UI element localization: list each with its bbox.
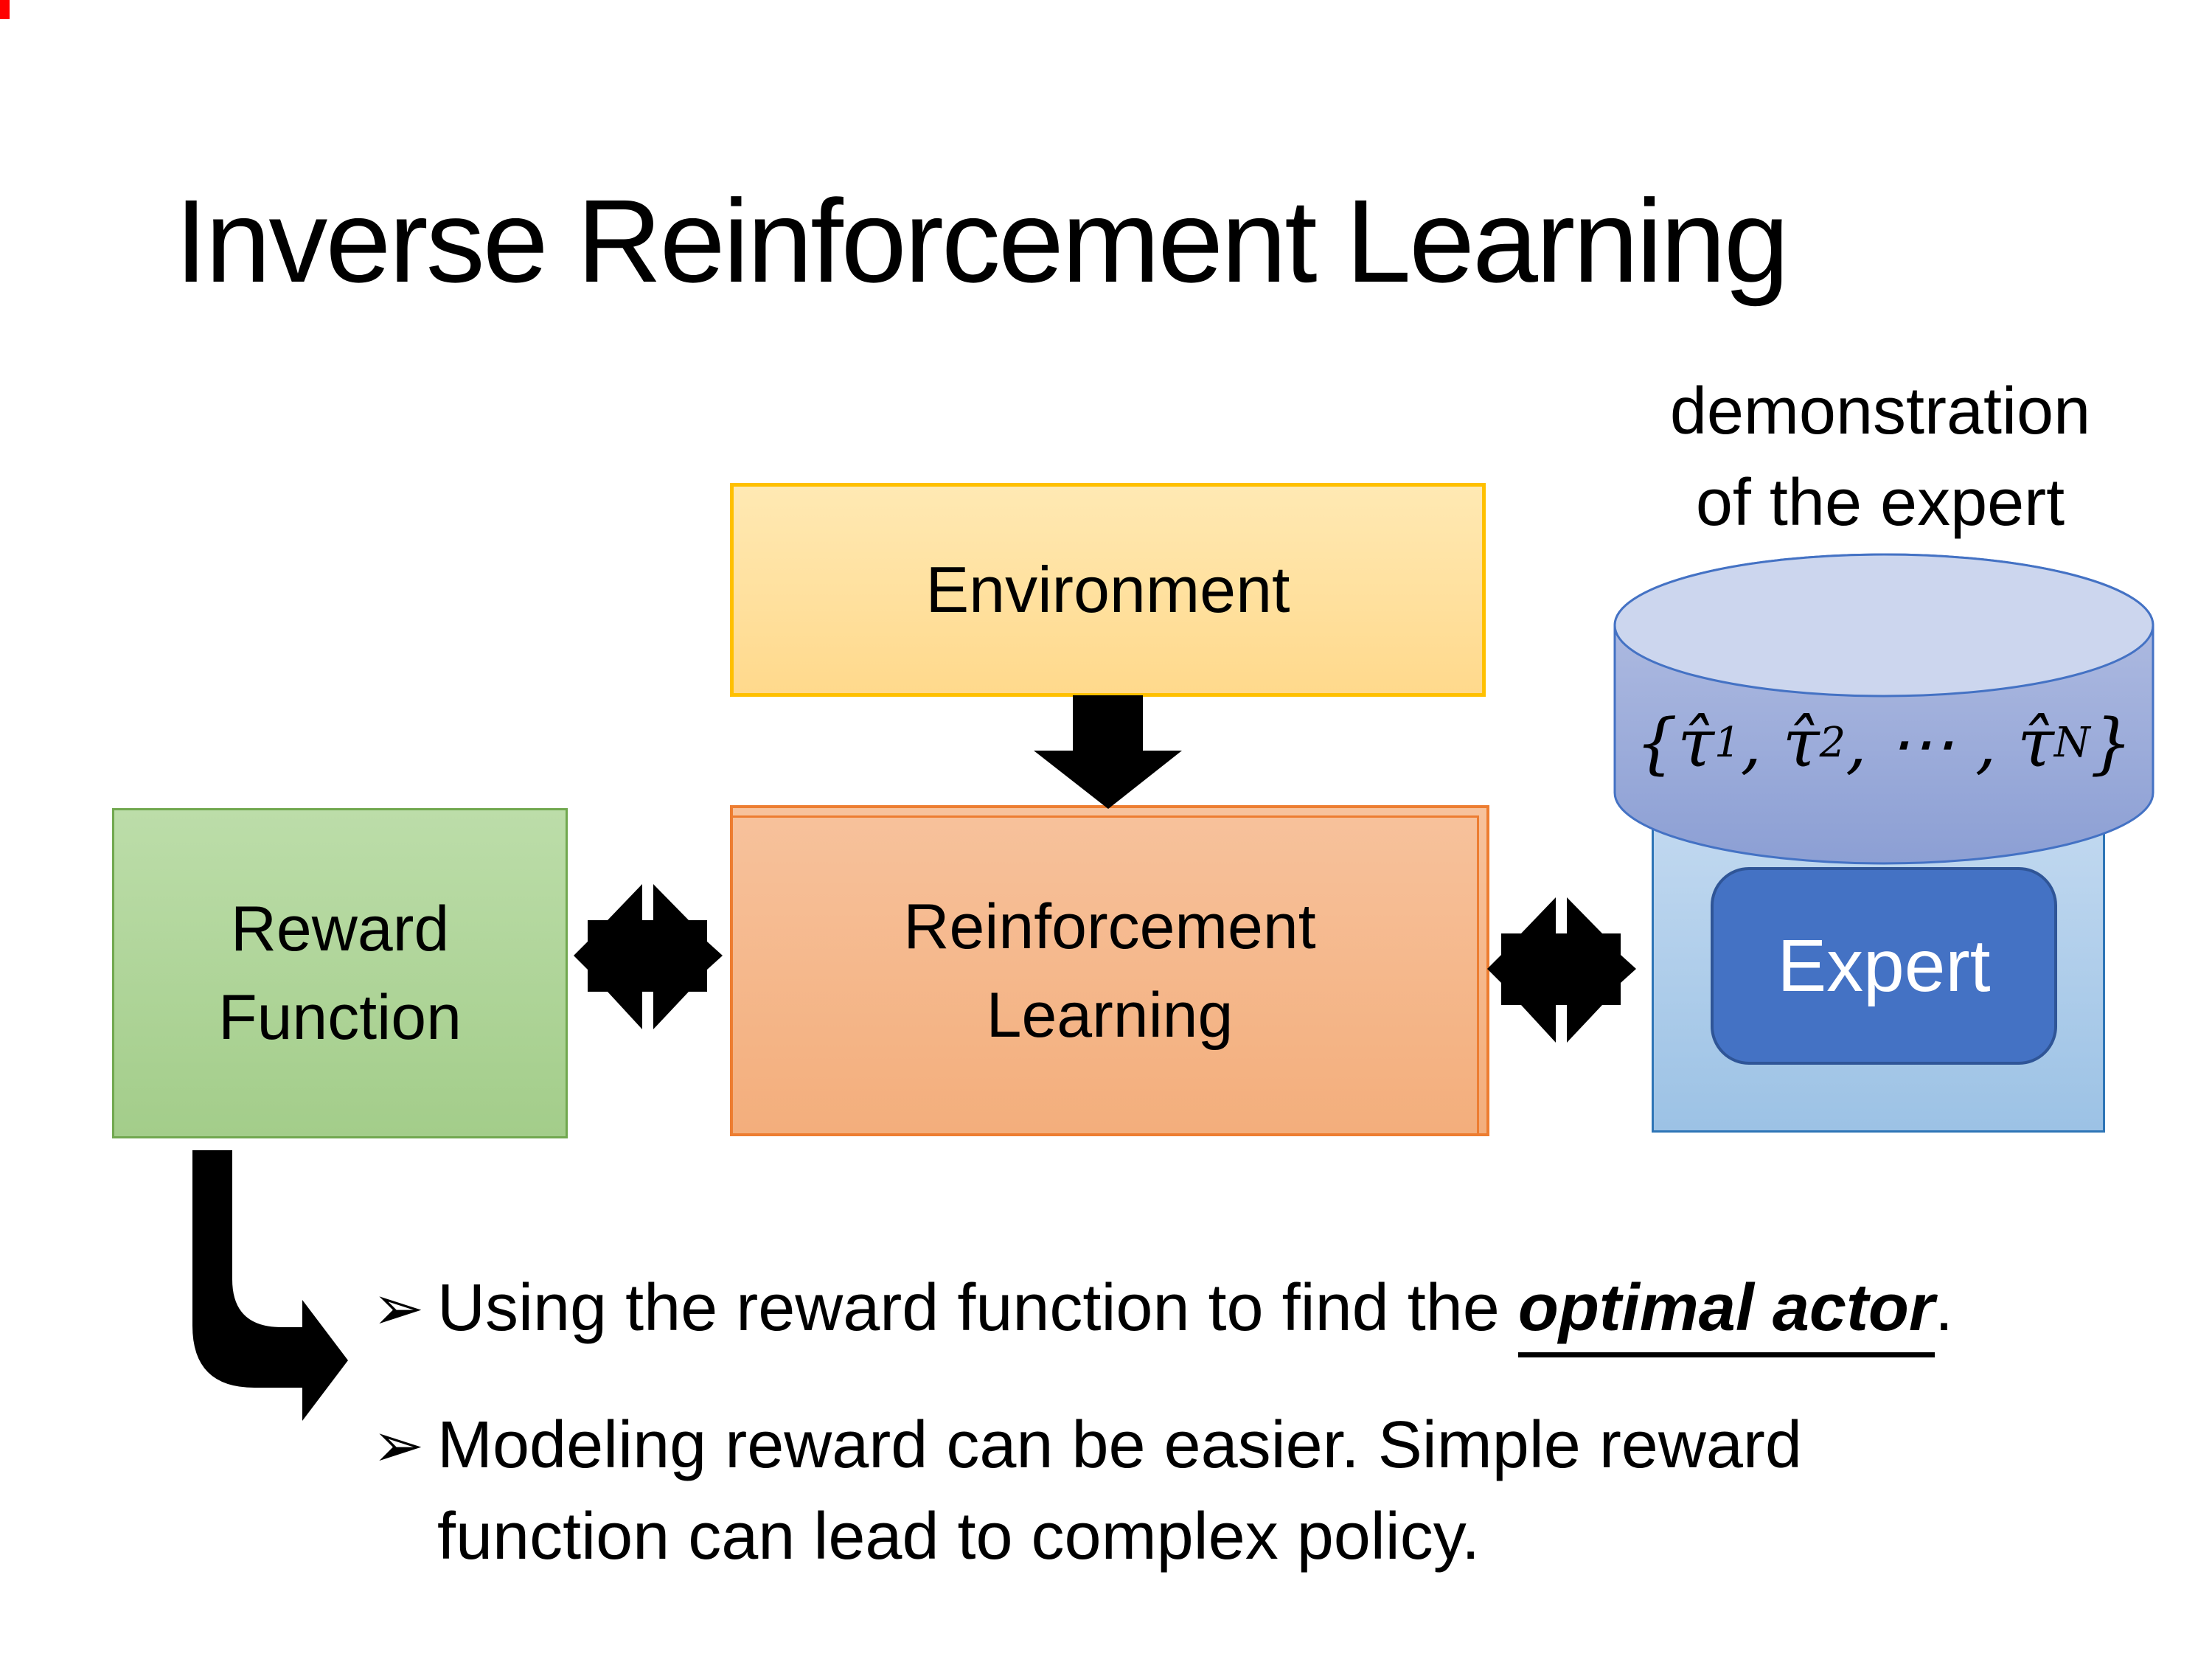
down-arrow-icon — [1034, 695, 1182, 809]
formula-part: , ⋯ , τ̂ — [1846, 704, 2054, 782]
formula-part: , τ̂ — [1740, 704, 1820, 782]
exchange-arrows-right-icon — [1487, 897, 1636, 1043]
reward-function-label-line2: Function — [218, 982, 462, 1053]
expert-label: Expert — [1777, 924, 1991, 1007]
formula-part: } — [2090, 704, 2132, 782]
bullet-item-2: ➢ Modeling reward can be easier. Simple … — [372, 1399, 1802, 1582]
expert-box: Expert — [1711, 867, 2057, 1065]
cylinder-lid — [1613, 553, 2154, 698]
bullet-1-suffix: . — [1934, 1271, 1953, 1345]
bullet-1-text: Using the reward function to find the op… — [437, 1262, 1953, 1357]
expert-trajectories-formula: {τ̂1, τ̂2, ⋯ , τ̂N} — [1635, 704, 2132, 782]
bullet-2-line1: Modeling reward can be easier. Simple re… — [437, 1408, 1802, 1482]
bullet-arrow-marker: ➢ — [372, 1409, 425, 1481]
slide-title: Inverse Reinforcement Learning — [175, 175, 1790, 307]
reinforcement-learning-box: Reinforcement Learning — [730, 805, 1489, 1136]
bullet-arrow-marker: ➢ — [372, 1272, 425, 1344]
reward-function-box: Reward Function — [112, 808, 568, 1138]
environment-label: Environment — [925, 553, 1290, 626]
formula-part: {τ̂ — [1635, 704, 1715, 782]
red-corner-mark — [0, 0, 10, 19]
environment-box: Environment — [730, 483, 1486, 697]
demonstration-label-line2: of the expert — [1695, 466, 2065, 540]
bullet-1-emphasis: optimal actor — [1517, 1271, 1935, 1357]
demonstration-label: demonstration of the expert — [1585, 366, 2175, 549]
reinforcement-learning-label-line1: Reinforcement — [903, 891, 1316, 962]
bullet-2-line2: function can lead to complex policy. — [437, 1500, 1481, 1573]
demonstration-label-line1: demonstration — [1669, 375, 2091, 448]
bullet-1-prefix: Using the reward function to find the — [437, 1271, 1518, 1345]
bullet-2-text: Modeling reward can be easier. Simple re… — [437, 1399, 1802, 1582]
bent-arrow-icon — [192, 1150, 348, 1421]
bullet-item-1: ➢ Using the reward function to find the … — [372, 1262, 1953, 1357]
reinforcement-learning-label-line2: Learning — [986, 979, 1234, 1051]
exchange-arrows-left-icon — [574, 884, 723, 1029]
reward-function-label-line1: Reward — [230, 894, 450, 964]
